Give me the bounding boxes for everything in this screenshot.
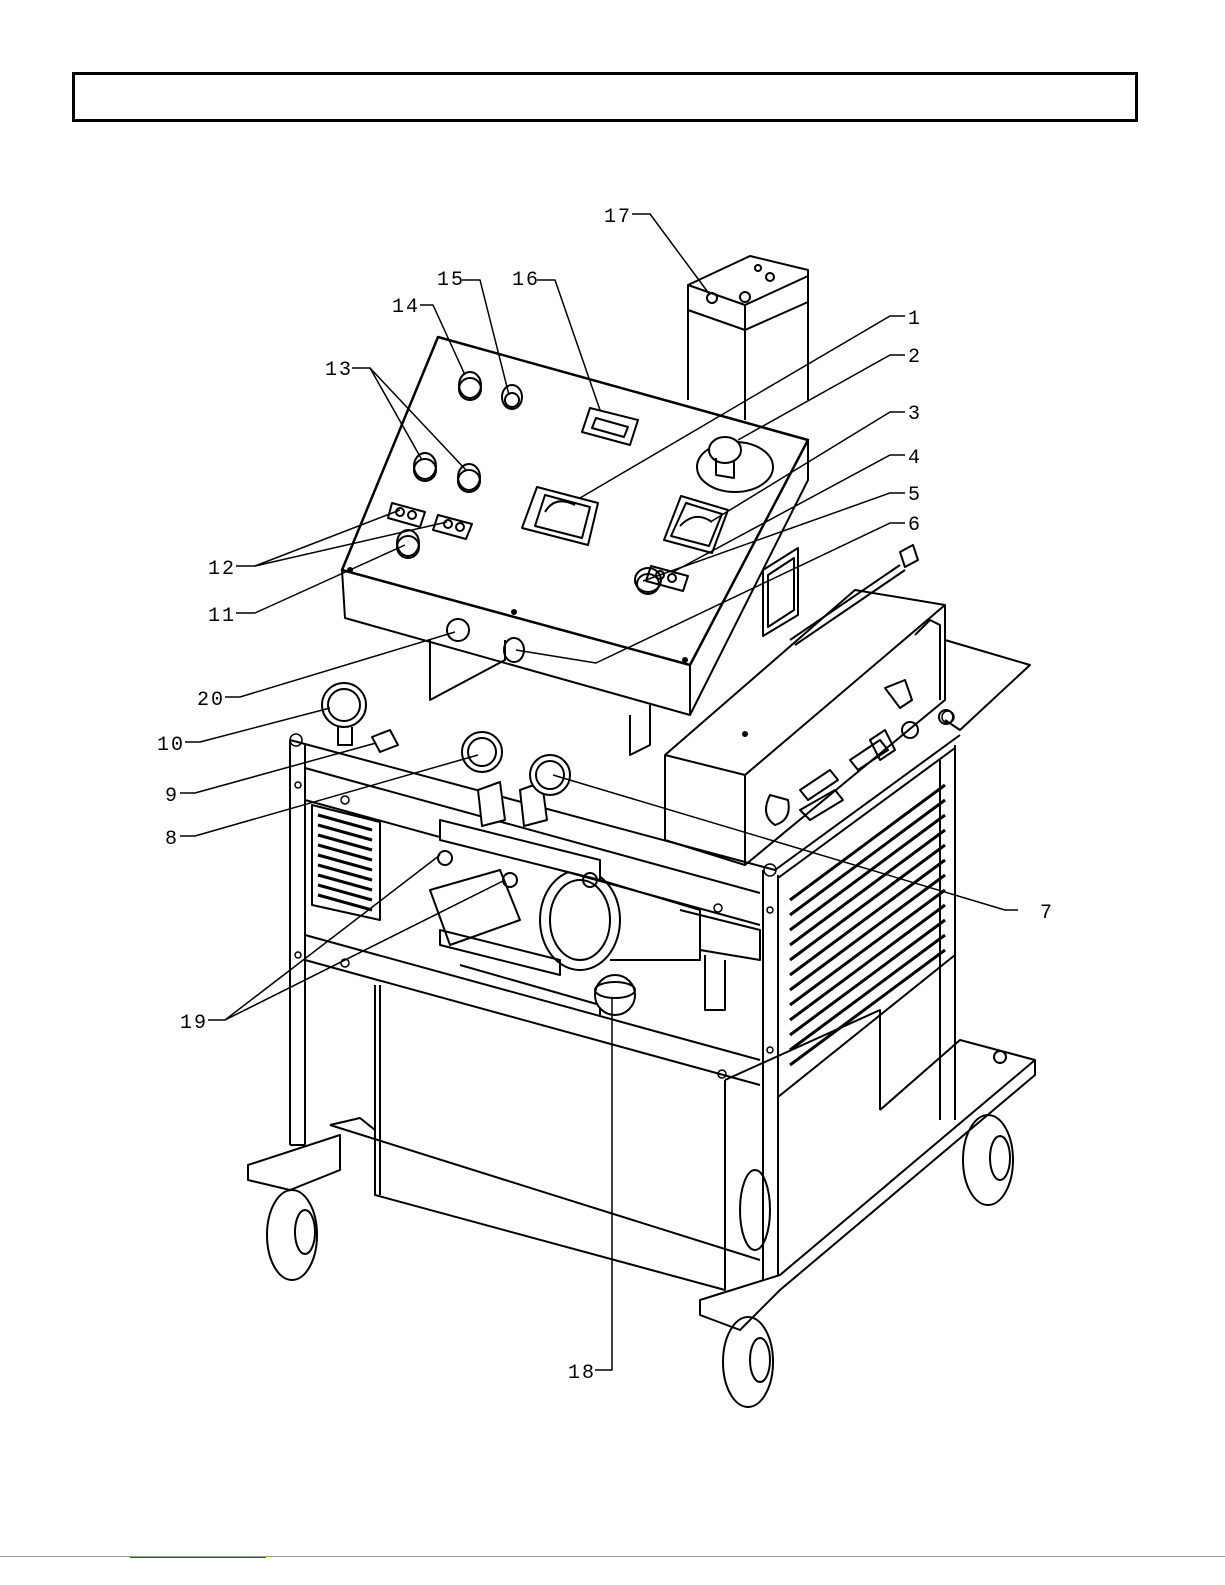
reservoir (375, 985, 880, 1290)
callout-4: 4 (908, 447, 922, 470)
callout-1: 1 (908, 308, 922, 331)
callout-2: 2 (908, 346, 922, 369)
callout-15: 15 (437, 269, 465, 292)
footer-link-underline (130, 1557, 266, 1558)
callout-9: 9 (165, 785, 179, 808)
callout-11: 11 (208, 605, 236, 628)
callout-18: 18 (568, 1362, 596, 1385)
callout-5: 5 (908, 484, 922, 507)
callout-7: 7 (1040, 902, 1054, 925)
left-grille (318, 815, 372, 910)
callout-16: 16 (512, 269, 540, 292)
right-grille (790, 785, 945, 1065)
callout-10: 10 (157, 734, 185, 757)
callout-17: 17 (604, 206, 632, 229)
callout-6: 6 (908, 514, 922, 537)
callout-8: 8 (165, 828, 179, 851)
gauges (322, 683, 570, 795)
callout-19: 19 (180, 1012, 208, 1035)
callout-12: 12 (208, 558, 236, 581)
callout-20: 20 (197, 689, 225, 712)
callout-14: 14 (392, 296, 420, 319)
callout-3: 3 (908, 403, 922, 426)
callout-13: 13 (325, 359, 353, 382)
top-control-box (688, 256, 808, 420)
